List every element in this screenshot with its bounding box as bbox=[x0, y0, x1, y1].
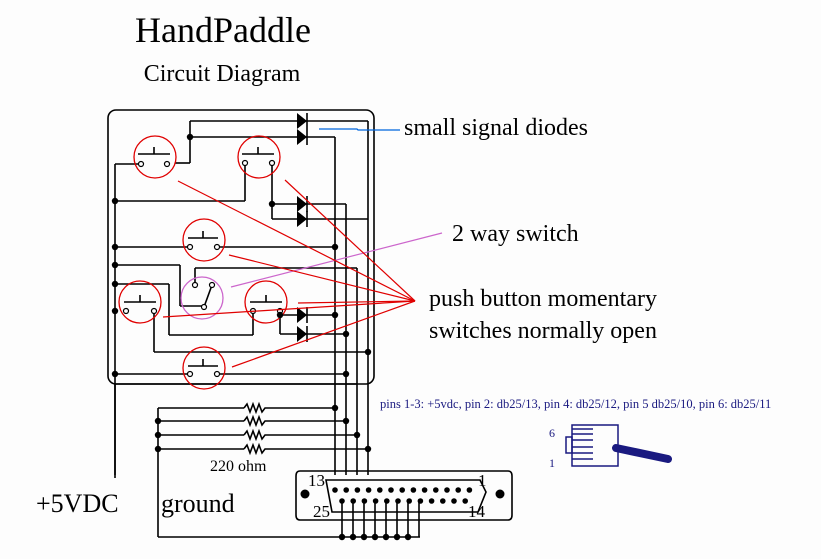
diodes-label: small signal diodes bbox=[404, 115, 588, 141]
resistor-4 bbox=[243, 442, 271, 456]
db25-pin bbox=[444, 487, 450, 493]
two-way-switch bbox=[180, 276, 224, 320]
db25-connector: 13 1 25 14 bbox=[295, 470, 513, 521]
diode-1 bbox=[297, 113, 307, 129]
ground-label: ground bbox=[161, 489, 235, 518]
db25-pin bbox=[406, 498, 413, 504]
pinout-note: pins 1-3: +5vdc, pin 2: db25/13, pin 4: … bbox=[380, 397, 771, 411]
db25-pin-13-label: 13 bbox=[308, 471, 325, 490]
db25-pin bbox=[350, 498, 357, 504]
db25-pin bbox=[332, 487, 338, 493]
db25-mount-hole-right bbox=[495, 489, 505, 499]
db25-pin bbox=[433, 487, 439, 493]
rj-connector: 6 1 bbox=[549, 424, 672, 470]
annotation-pointers bbox=[162, 128, 443, 368]
db25-pin-14-label: 14 bbox=[468, 502, 486, 521]
db25-pin bbox=[395, 498, 401, 504]
push-button-1 bbox=[133, 135, 177, 179]
db25-pin bbox=[462, 498, 469, 504]
diode-5 bbox=[297, 307, 307, 323]
rj-plug-body bbox=[571, 424, 619, 467]
db25-pin bbox=[440, 498, 446, 504]
push-button-label-line2: switches normally open bbox=[429, 318, 657, 344]
diodes-pointer bbox=[319, 128, 400, 131]
db25-pin bbox=[361, 498, 368, 504]
junction-dots bbox=[111, 133, 412, 541]
diode-6 bbox=[297, 326, 307, 342]
db25-pin bbox=[388, 487, 394, 493]
resistor-3 bbox=[243, 428, 271, 442]
diagram-title: HandPaddle bbox=[135, 10, 311, 50]
db25-pin bbox=[339, 498, 345, 504]
db25-pin bbox=[384, 498, 390, 504]
db25-mount-hole-left bbox=[300, 489, 310, 499]
db25-pin bbox=[354, 487, 361, 493]
db25-pin bbox=[451, 498, 457, 504]
resistor-1 bbox=[243, 401, 271, 415]
push-button-6 bbox=[182, 346, 226, 390]
db25-pin bbox=[466, 487, 473, 493]
db25-pin bbox=[417, 498, 424, 504]
rj-pin-top-label: 6 bbox=[549, 426, 555, 440]
push-button-4 bbox=[118, 280, 162, 324]
resistor-2 bbox=[243, 414, 271, 428]
plus5v-label: +5VDC bbox=[36, 489, 119, 518]
db25-bottom-pins bbox=[339, 498, 469, 504]
resistors bbox=[243, 401, 271, 456]
db25-pin bbox=[428, 498, 435, 504]
db25-pin bbox=[410, 487, 417, 493]
rj-cable bbox=[612, 444, 672, 463]
diagram-subtitle: Circuit Diagram bbox=[144, 61, 301, 87]
push-button-label-line1: push button momentary bbox=[429, 286, 657, 312]
db25-pin bbox=[377, 487, 383, 493]
db25-pin bbox=[421, 487, 428, 493]
push-button-2 bbox=[237, 135, 281, 179]
diode-2 bbox=[297, 129, 307, 145]
resistor-label: 220 ohm bbox=[210, 458, 267, 475]
db25-pin bbox=[372, 498, 379, 504]
db25-pin-25-label: 25 bbox=[313, 502, 330, 521]
db25-pin bbox=[365, 487, 372, 493]
db25-pin bbox=[343, 487, 350, 493]
wiring bbox=[114, 120, 420, 538]
diode-4 bbox=[297, 211, 307, 227]
switch-pointer bbox=[230, 232, 443, 288]
diode-3 bbox=[297, 196, 307, 212]
db25-top-pins bbox=[332, 487, 473, 493]
push-buttons bbox=[118, 135, 288, 390]
push-button-3 bbox=[182, 218, 226, 262]
diodes bbox=[297, 113, 308, 342]
two-way-switch-label: 2 way switch bbox=[452, 221, 579, 247]
rj-pin-bottom-label: 1 bbox=[549, 456, 555, 470]
db25-pin bbox=[455, 487, 462, 493]
db25-pin-1-label: 1 bbox=[478, 471, 487, 490]
db25-pin bbox=[399, 487, 406, 493]
